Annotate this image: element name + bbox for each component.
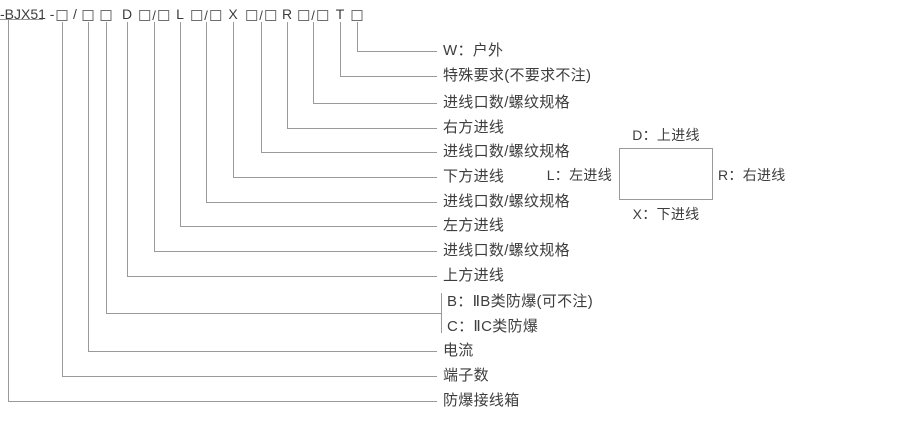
code-placeholder-box — [82, 10, 94, 21]
connector-vline — [180, 22, 181, 227]
connector-hline — [313, 103, 437, 104]
code-letter: D — [121, 6, 133, 22]
designation-label: 防爆接线箱 — [443, 392, 520, 409]
legend-box-rect — [619, 148, 713, 200]
connector-hline — [127, 276, 437, 277]
designation-label: 电流 — [443, 342, 474, 359]
designation-label: 进线口数/螺纹规格 — [443, 193, 570, 210]
code-slash: / — [311, 8, 315, 23]
designation-label: 上方进线 — [443, 267, 505, 284]
code-placeholder-box — [316, 10, 328, 21]
connector-vline — [261, 22, 262, 153]
connector-hline — [206, 202, 437, 203]
explosion-class-label: C：ⅡC类防爆 — [447, 318, 539, 335]
code-placeholder-box — [100, 10, 112, 21]
connector-vline — [340, 22, 341, 77]
connector-hline — [8, 401, 437, 402]
code-placeholder-pair: / — [298, 8, 328, 23]
legend-label-bottom-entry: X：下进线 — [632, 206, 700, 222]
code-placeholder-pair: / — [191, 8, 221, 23]
connector-hline — [180, 226, 437, 227]
explosion-class-label: B：ⅡB类防爆(可不注) — [447, 293, 593, 310]
code-placeholder-box — [351, 10, 363, 21]
code-placeholder-pair: / — [246, 8, 276, 23]
connector-vline — [154, 22, 155, 252]
connector-vline — [313, 22, 314, 104]
code-placeholder-box — [298, 10, 310, 21]
designation-label: 下方进线 — [443, 168, 505, 185]
designation-label: 右方进线 — [443, 119, 505, 136]
code-placeholder-box — [157, 10, 169, 21]
code-letter: T — [335, 6, 345, 22]
designation-label: 进线口数/螺纹规格 — [443, 94, 570, 111]
code-slash: / — [259, 8, 263, 23]
connector-hline — [88, 351, 437, 352]
code-placeholder-box — [191, 10, 203, 21]
designation-label: 左方进线 — [443, 217, 505, 234]
model-code-prefix: -BJX51 - — [0, 6, 55, 22]
legend-label-right-entry: R：右进线 — [718, 167, 786, 183]
code-letter: R — [281, 6, 293, 22]
connector-vline — [206, 22, 207, 203]
connector-hline — [357, 51, 437, 52]
connector-hline — [62, 376, 437, 377]
designation-label: 进线口数/螺纹规格 — [443, 143, 570, 160]
connector-hline — [287, 128, 437, 129]
connector-vline — [106, 22, 107, 314]
code-letter: X — [228, 6, 238, 22]
code-placeholder-box — [264, 10, 276, 21]
code-placeholder-box — [139, 10, 151, 21]
designation-label: 进线口数/螺纹规格 — [443, 242, 570, 259]
code-placeholder-box — [56, 10, 68, 21]
connector-hline — [233, 177, 437, 178]
code-slash: / — [73, 6, 77, 22]
connector-hline — [340, 76, 437, 77]
designation-label: W：户外 — [443, 42, 504, 59]
legend-label-top-entry: D：上进线 — [632, 127, 700, 143]
connector-vline — [287, 22, 288, 129]
legend-label-left-entry: L：左进线 — [546, 167, 612, 183]
code-slash: / — [204, 8, 208, 23]
designation-label: 端子数 — [443, 367, 489, 384]
connector-vline — [233, 22, 234, 178]
designation-label: 特殊要求(不要求不注) — [443, 67, 592, 84]
class-bracket-vline — [441, 293, 442, 333]
code-placeholder-pair: / — [139, 8, 169, 23]
connector-vline — [88, 22, 89, 352]
code-placeholder-box — [209, 10, 221, 21]
connector-vline — [127, 22, 128, 277]
connector-vline — [357, 22, 358, 52]
connector-hline — [154, 251, 437, 252]
connector-vline — [62, 22, 63, 377]
code-letter: L — [176, 6, 184, 22]
connector-vline — [8, 19, 9, 402]
code-placeholder-box — [246, 10, 258, 21]
model-prefix-underline — [0, 19, 43, 20]
code-slash: / — [152, 8, 156, 23]
connector-hline — [261, 152, 437, 153]
connector-hline — [106, 313, 441, 314]
